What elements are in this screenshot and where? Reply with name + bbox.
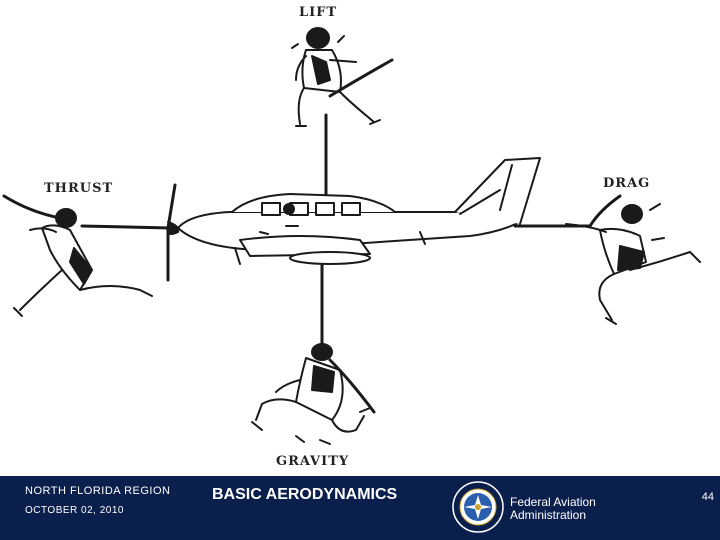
faa-seal-icon (452, 481, 504, 533)
thrust-figure (4, 196, 152, 316)
region-text: NORTH FLORIDA REGION (25, 485, 170, 497)
label-lift: LIFT (299, 5, 337, 20)
drag-figure (566, 196, 700, 324)
presentation-title: BASIC AERODYNAMICS (212, 486, 397, 504)
four-forces-diagram (0, 0, 720, 476)
page-number: 44 (690, 491, 714, 503)
date-text: OCTOBER 02, 2010 (25, 505, 124, 516)
label-thrust: THRUST (44, 181, 113, 196)
label-drag: DRAG (603, 176, 650, 191)
lift-figure (292, 28, 392, 126)
gravity-figure (252, 344, 374, 444)
footer-bar: NORTH FLORIDA REGION OCTOBER 02, 2010 BA… (0, 476, 720, 540)
thrust-rope (82, 226, 170, 228)
label-gravity: GRAVITY (276, 454, 349, 469)
airplane (168, 158, 540, 280)
agency-name: Federal Aviation Administration (510, 496, 620, 522)
